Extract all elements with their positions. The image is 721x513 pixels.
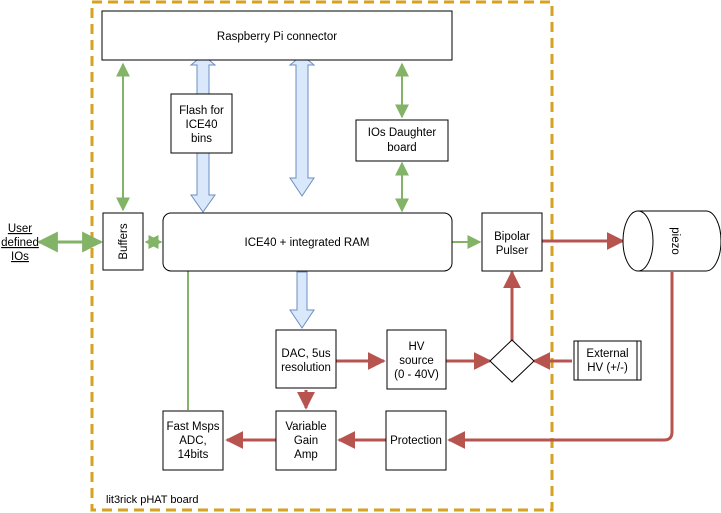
block-bipolar-pulser: Bipolar Pulser xyxy=(481,212,543,272)
user-ios-line-1[interactable]: User xyxy=(8,223,32,235)
block-adc: Fast Msps ADC, 14bits xyxy=(162,410,224,471)
user-ios-line-3[interactable]: IOs xyxy=(11,251,29,263)
board-label: lit3rick pHAT board xyxy=(106,494,199,506)
block-ios-daughter: IOs Daughter board xyxy=(355,119,449,162)
block-adc-line-1: Fast Msps xyxy=(166,421,219,433)
block-vga-line-3: Amp xyxy=(294,449,318,461)
user-ios-line-2[interactable]: defined xyxy=(1,237,39,249)
block-ios-daughter-line-1: IOs Daughter xyxy=(368,127,437,139)
block-ice40: ICE40 + integrated RAM xyxy=(162,212,453,272)
block-rpi-connector: Raspberry Pi connector xyxy=(101,10,453,61)
block-protection: Protection xyxy=(385,410,447,471)
block-hv-source-line-3: (0 - 40V) xyxy=(394,369,439,381)
board-frame xyxy=(90,0,554,512)
block-flash: Flash for ICE40 bins xyxy=(170,93,233,154)
block-vga-line-1: Variable xyxy=(285,421,326,433)
block-external-hv: External HV (+/-) xyxy=(573,340,642,381)
block-adc-line-3: 14bits xyxy=(178,449,209,461)
link-piezo-protection xyxy=(447,272,674,449)
block-buffers: Buffers xyxy=(102,212,144,271)
block-bipolar-line-1: Bipolar xyxy=(494,231,530,243)
block-rpi-label: Raspberry Pi connector xyxy=(217,31,337,43)
block-protection-label: Protection xyxy=(390,435,442,447)
block-dac: DAC, 5us resolution xyxy=(275,329,337,389)
block-piezo: piezo xyxy=(622,210,721,272)
block-buffers-label: Buffers xyxy=(118,223,130,259)
block-hv-source-line-1: HV xyxy=(409,341,425,353)
block-hv-source-line-2: source xyxy=(399,355,434,367)
bus-arrow-rpi-ice40-center xyxy=(288,54,316,197)
block-vga: Variable Gain Amp xyxy=(275,410,337,471)
bus-arrow-ice40-dac xyxy=(289,271,315,329)
block-ice40-label: ICE40 + integrated RAM xyxy=(245,237,370,249)
block-vga-line-2: Gain xyxy=(294,435,318,447)
block-piezo-label: piezo xyxy=(669,227,681,255)
block-ios-daughter-line-2: board xyxy=(387,142,416,154)
user-defined-ios[interactable]: User defined IOs xyxy=(1,223,39,263)
block-external-hv-line-2: HV (+/-) xyxy=(587,362,628,374)
hv-selector-diamond xyxy=(489,339,535,383)
block-external-hv-line-1: External xyxy=(586,348,628,360)
block-flash-line-1: Flash for xyxy=(179,105,224,117)
block-dac-line-2: resolution xyxy=(281,362,331,374)
block-adc-line-2: ADC, xyxy=(179,435,206,447)
block-hv-source: HV source (0 - 40V) xyxy=(386,329,447,390)
block-bipolar-line-2: Pulser xyxy=(496,245,529,257)
block-flash-line-2: ICE40 xyxy=(186,119,218,131)
block-dac-line-1: DAC, 5us xyxy=(281,348,330,360)
block-flash-line-3: bins xyxy=(191,133,212,145)
